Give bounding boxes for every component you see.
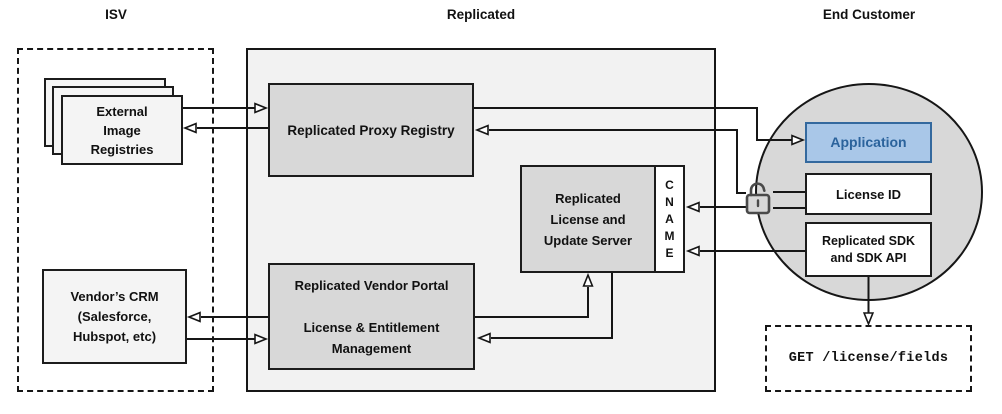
label-line: License and (550, 211, 626, 227)
label-line: External (96, 103, 148, 119)
cname-letter: M (664, 228, 675, 243)
label-line: Application (830, 134, 907, 150)
arrowhead (474, 124, 489, 136)
arrowhead (685, 201, 700, 213)
column-header-replicated: Replicated (446, 7, 516, 22)
column-header-isv: ISV (105, 7, 127, 22)
label-line: Image (103, 122, 141, 138)
label-line: Registries (90, 141, 154, 157)
cname-letter: N (665, 194, 674, 209)
label-line: Management (331, 340, 412, 356)
api-request-box: GET /license/fields (765, 325, 972, 392)
license-update-server-node: Replicated License and Update Server (520, 165, 656, 273)
label-line: License & Entitlement (303, 319, 440, 335)
api-request-label: GET /license/fields (788, 351, 949, 366)
cname-strip: C N A M E (654, 165, 685, 273)
arrowhead (791, 134, 806, 146)
connector-server-to-portal (491, 273, 613, 339)
arrowhead (254, 333, 269, 345)
lock-open-icon (745, 182, 771, 215)
arrowhead (685, 245, 700, 257)
label-line: Replicated Vendor Portal (294, 277, 449, 293)
arrowhead (476, 332, 491, 344)
connector-portal-to-server (473, 287, 589, 318)
arrowhead (862, 312, 875, 327)
vendor-portal-node: Replicated Vendor Portal License & Entit… (268, 263, 475, 370)
connector-proxy-to-application (474, 107, 792, 141)
label-line: Replicated (555, 190, 621, 206)
label-line: (Salesforce, (77, 308, 152, 324)
arrowhead (186, 311, 201, 323)
external-image-registries-node: External Image Registries (61, 95, 183, 165)
license-id-node: License ID (805, 173, 932, 215)
label-line: License ID (835, 186, 902, 202)
cname-letter: E (665, 245, 674, 260)
connector-license-to-proxy (489, 129, 746, 194)
label-line: Replicated Proxy Registry (287, 122, 455, 138)
cname-letter: A (665, 211, 674, 226)
vendor-crm-node: Vendor’s CRM (Salesforce, Hubspot, etc) (42, 269, 187, 364)
label-line: Update Server (543, 232, 633, 248)
label-line: Vendor’s CRM (70, 288, 159, 304)
label-line: and SDK API (830, 250, 907, 265)
arrowhead (254, 102, 269, 114)
replicated-sdk-node: Replicated SDK and SDK API (805, 222, 932, 277)
arrowhead (182, 122, 197, 134)
column-header-end-customer: End Customer (822, 7, 916, 22)
arrowhead (582, 272, 594, 287)
application-node: Application (805, 122, 932, 163)
cname-letter: C (665, 177, 674, 192)
proxy-registry-node: Replicated Proxy Registry (268, 83, 474, 177)
label-line: Hubspot, etc) (72, 328, 157, 344)
label-line: Replicated SDK (821, 233, 916, 248)
